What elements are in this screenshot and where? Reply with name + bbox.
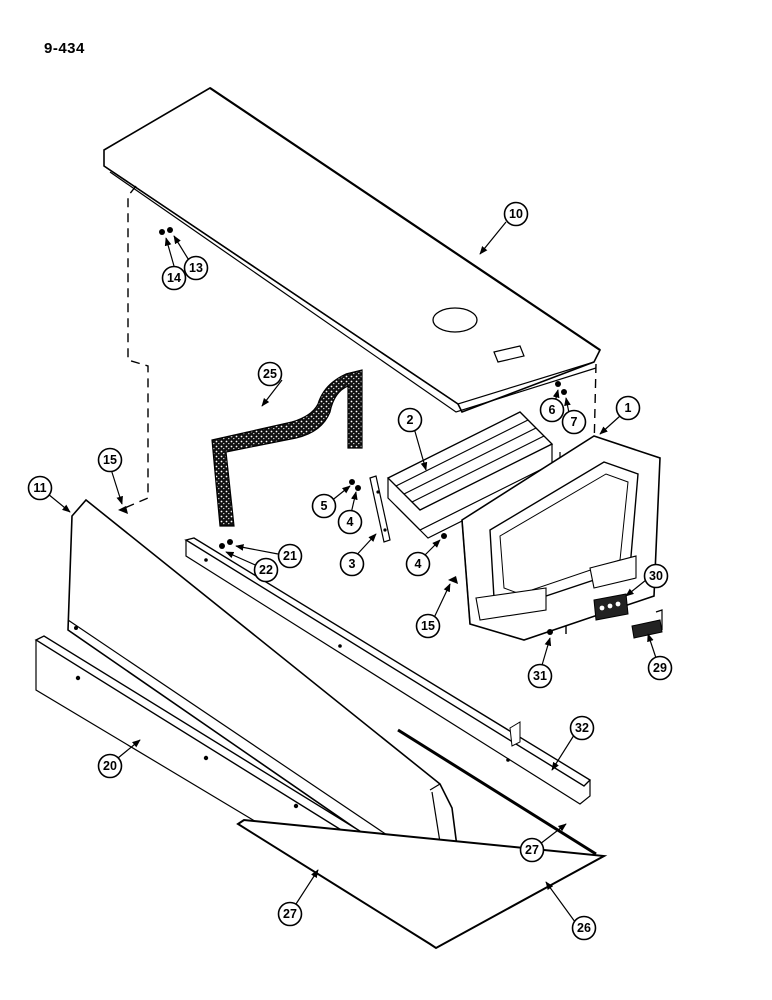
foam-seal [211,369,363,527]
callout-27-right: 27 [519,837,545,863]
svg-text:25: 25 [263,367,277,381]
svg-text:15: 15 [103,453,117,467]
callout-27-left: 27 [277,901,303,927]
callout-21: 21 [277,543,303,569]
switch-bracket [631,609,663,639]
svg-text:5: 5 [321,499,328,513]
svg-text:11: 11 [33,481,46,495]
callout-20: 20 [97,753,123,779]
roof-vent [493,345,525,363]
mounting-strip [369,475,391,543]
callout-22: 22 [253,557,279,583]
callout-1: 1 [615,395,641,421]
callout-2: 2 [397,407,423,433]
callout-4-lower: 4 [405,551,431,577]
callout-25: 25 [257,361,283,387]
callout-31: 31 [527,663,553,689]
hardware-fasteners [118,227,567,635]
svg-text:30: 30 [649,569,663,583]
svg-text:32: 32 [575,721,589,735]
svg-text:13: 13 [189,261,203,275]
svg-text:26: 26 [577,921,591,935]
callout-4-upper: 4 [337,509,363,535]
svg-text:3: 3 [349,557,356,571]
callout-26: 26 [571,915,597,941]
roof-panel [103,87,602,414]
svg-text:1: 1 [625,401,632,415]
svg-text:14: 14 [167,271,181,285]
svg-text:10: 10 [509,207,523,221]
callout-13: 13 [183,255,209,281]
callout-15-left: 15 [97,447,123,473]
callout-10: 10 [503,201,529,227]
svg-text:27: 27 [525,843,539,857]
callout-6: 6 [539,397,565,423]
switch-panel [593,593,629,621]
callout-11: 11 [27,475,53,501]
callout-14: 14 [161,265,187,291]
main-side-panel [67,498,461,885]
front-console-housing [461,435,661,641]
svg-text:31: 31 [533,669,547,683]
svg-text:4: 4 [415,557,422,571]
callout-30: 30 [643,563,669,589]
callout-15-right: 15 [415,613,441,639]
svg-text:6: 6 [549,403,556,417]
roof-opening [432,307,478,333]
svg-text:7: 7 [571,415,578,429]
svg-text:2: 2 [407,413,414,427]
svg-text:27: 27 [283,907,297,921]
callout-32: 32 [569,715,595,741]
callout-29: 29 [647,655,673,681]
floor-mat [236,728,608,950]
svg-text:21: 21 [283,549,297,563]
svg-text:29: 29 [653,661,667,675]
svg-text:22: 22 [259,563,273,577]
support-rail [184,537,592,805]
page-reference-number: 9-434 [44,40,85,57]
callout-5: 5 [311,493,337,519]
channel-bracket [386,411,561,539]
svg-text:20: 20 [103,759,117,773]
svg-text:4: 4 [347,515,354,529]
callout-7: 7 [561,409,587,435]
callout-3: 3 [339,551,365,577]
svg-text:15: 15 [421,619,435,633]
